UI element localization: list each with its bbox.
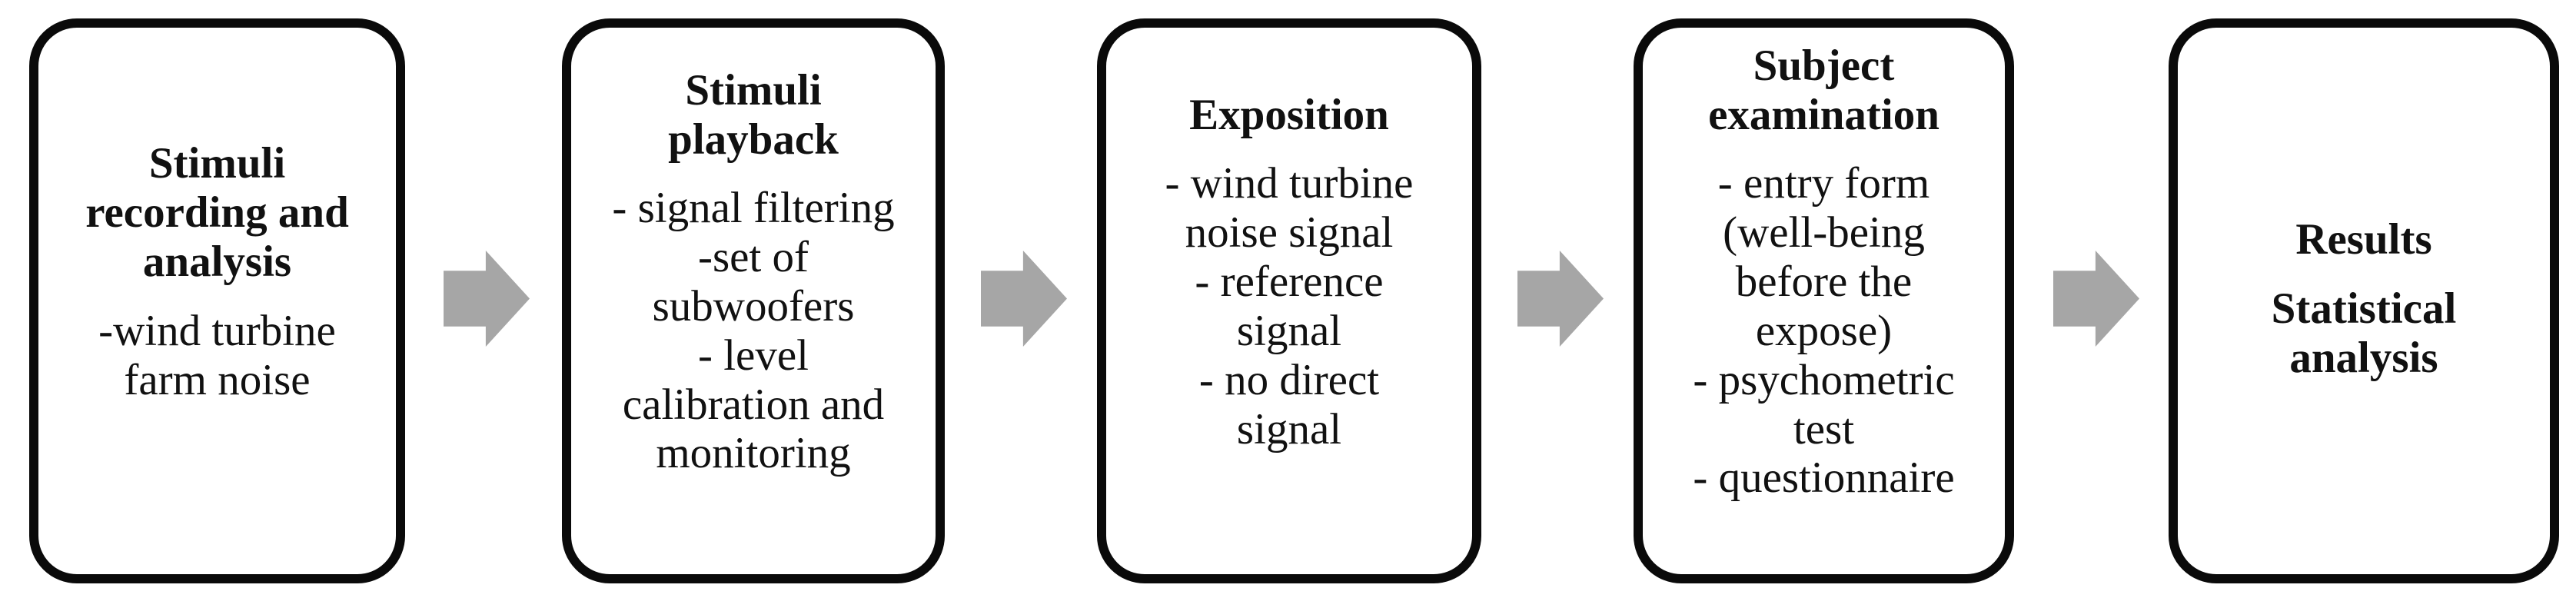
flow-box-stimuli-recording: Stimuli recording and analysis -wind tur… (29, 18, 405, 583)
flow-box-subject-examination: Subject examination - entry form (well-b… (1634, 18, 2014, 583)
box-title: Stimuli recording and analysis (85, 139, 349, 287)
box-title: Exposition (1189, 90, 1389, 139)
box-item: - reference signal (1195, 257, 1384, 355)
box-body: Statistical analysis (2272, 284, 2457, 383)
box-title: Subject examination (1708, 41, 1939, 139)
right-arrow-icon (981, 251, 1067, 347)
box-item: - no direct signal (1198, 355, 1380, 453)
box-title: Stimuli playback (668, 65, 839, 164)
box-item: - psychometric test (1693, 355, 1955, 453)
right-arrow-icon (1517, 251, 1604, 347)
box-item: - level calibration and monitoring (622, 331, 885, 478)
box-item: Statistical analysis (2271, 284, 2457, 382)
box-item: - entry form (well-being before the expo… (1717, 159, 1930, 355)
box-body: -wind turbine farm noise (98, 307, 336, 405)
box-item: - wind turbine noise signal (1165, 159, 1414, 257)
box-title: Results (2295, 215, 2432, 264)
right-arrow-icon (2053, 251, 2139, 347)
box-body: - signal filtering -set of subwoofers - … (612, 184, 894, 478)
box-body: - wind turbine noise signal - reference … (1165, 159, 1414, 453)
box-item: - questionnaire (1693, 453, 1955, 503)
right-arrow-icon (444, 251, 530, 347)
flow-box-exposition: Exposition - wind turbine noise signal -… (1097, 18, 1481, 583)
box-item: -wind turbine farm noise (98, 306, 336, 404)
flow-box-stimuli-playback: Stimuli playback - signal filtering -set… (562, 18, 945, 583)
box-item: -set of subwoofers (652, 233, 855, 331)
flow-box-results: Results Statistical analysis (2169, 18, 2559, 583)
box-body: - entry form (well-being before the expo… (1693, 159, 1954, 503)
box-item: - signal filtering (612, 184, 895, 233)
